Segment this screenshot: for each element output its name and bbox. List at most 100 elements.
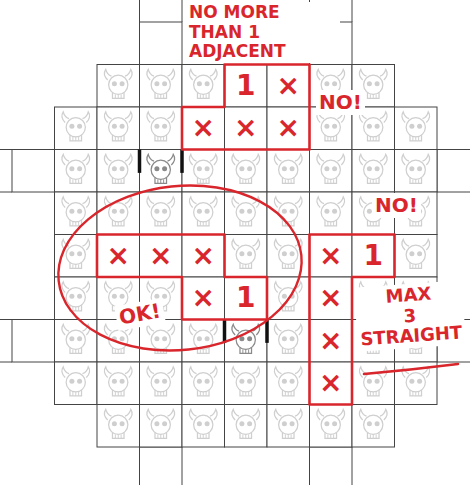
board-cell <box>267 362 310 405</box>
handwritten-note: MAX 3 STRAIGHT <box>354 280 466 351</box>
board-cell <box>310 277 353 320</box>
board-cell <box>352 150 395 193</box>
board-cell <box>140 405 183 448</box>
wall-segment <box>265 320 269 343</box>
board-cell <box>140 362 183 405</box>
clue-cell <box>310 447 353 485</box>
board-cell <box>395 235 438 278</box>
board-cell <box>310 150 353 193</box>
wall-segment <box>223 320 227 343</box>
skull-icon <box>402 154 430 183</box>
grid-line <box>0 319 12 320</box>
board-cell <box>182 235 225 278</box>
cell-mark: × <box>310 277 353 320</box>
skull-icon <box>359 112 387 141</box>
grid-line <box>0 362 12 363</box>
red-underline <box>364 364 458 374</box>
cell-mark: × <box>182 277 225 320</box>
board-cell <box>310 362 353 405</box>
skull-icon <box>232 197 260 226</box>
board-cell <box>225 277 268 320</box>
clue-cell <box>437 150 470 193</box>
skull-icon <box>274 409 302 438</box>
board-cell <box>182 107 225 150</box>
board-cell <box>55 107 98 150</box>
clue-cell <box>12 320 55 363</box>
board-cell <box>182 65 225 108</box>
board-cell <box>310 320 353 363</box>
skull-icon <box>232 409 260 438</box>
handwritten-note: NO! <box>316 90 365 115</box>
board-cell <box>55 362 98 405</box>
skull-icon <box>147 367 175 396</box>
board-cell <box>97 362 140 405</box>
skull-icon <box>232 154 260 183</box>
board-cell <box>225 235 268 278</box>
board-cell <box>97 150 140 193</box>
cell-mark: 1 <box>225 277 268 320</box>
board-cell <box>55 192 98 235</box>
board-cell <box>182 405 225 448</box>
cell-mark: × <box>182 235 225 278</box>
skull-icon <box>62 282 90 311</box>
skull-icon <box>189 154 217 183</box>
skull-icon <box>147 197 175 226</box>
board-cell <box>140 235 183 278</box>
board-cell <box>267 320 310 363</box>
skull-icon <box>274 197 302 226</box>
skull-icon <box>274 154 302 183</box>
skull-icon <box>274 367 302 396</box>
board-cell <box>310 405 353 448</box>
board-cell <box>267 65 310 108</box>
board-cell <box>352 405 395 448</box>
board-cell <box>225 65 268 108</box>
cell-mark: × <box>310 362 353 405</box>
cell-mark: × <box>97 235 140 278</box>
grid-line <box>0 192 12 193</box>
board-cell <box>395 107 438 150</box>
cell-mark: × <box>267 65 310 108</box>
board-cell <box>182 320 225 363</box>
skull-icon <box>104 409 132 438</box>
board-cell <box>352 235 395 278</box>
skull-icon <box>104 112 132 141</box>
skull-icon <box>147 112 175 141</box>
skull-icon <box>62 154 90 183</box>
board-cell <box>267 150 310 193</box>
board-cell <box>182 362 225 405</box>
skull-icon <box>189 197 217 226</box>
board-cell <box>140 107 183 150</box>
board-cell <box>267 405 310 448</box>
skull-icon <box>232 367 260 396</box>
board-cell <box>55 150 98 193</box>
board-cell <box>97 107 140 150</box>
board-cell <box>225 405 268 448</box>
clue-cell <box>140 22 183 65</box>
skull-icon <box>402 239 430 268</box>
cell-mark: × <box>182 107 225 150</box>
skull-icon <box>147 409 175 438</box>
skull-icon <box>104 367 132 396</box>
cell-mark: × <box>310 235 353 278</box>
cell-mark: 1 <box>225 65 268 108</box>
skull-icon <box>274 282 302 311</box>
board-cell <box>97 405 140 448</box>
skull-icon <box>317 154 345 183</box>
board-cell <box>97 192 140 235</box>
skull-icon <box>104 154 132 183</box>
skull-icon <box>402 112 430 141</box>
handwritten-note: NO! <box>372 193 421 218</box>
skull-icon <box>317 409 345 438</box>
board-cell <box>310 192 353 235</box>
skull-icon <box>62 324 90 353</box>
board-cell <box>55 277 98 320</box>
board-cell <box>97 235 140 278</box>
cell-mark: × <box>310 320 353 363</box>
red-circle <box>50 174 310 363</box>
skull-icon <box>147 154 175 183</box>
grid-line <box>0 149 12 150</box>
skull-icon <box>232 239 260 268</box>
